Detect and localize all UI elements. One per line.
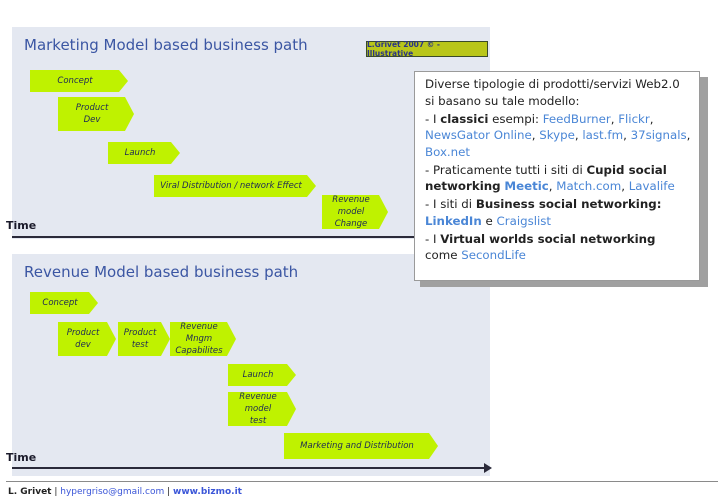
step-label: Mngm bbox=[185, 333, 213, 344]
revenue-step-product-dev: Product dev bbox=[58, 322, 116, 356]
link-skype[interactable]: Skype bbox=[539, 128, 575, 142]
step-label: model bbox=[244, 403, 272, 414]
revenue-step-product-test: Product test bbox=[118, 322, 170, 356]
step-label: Concept bbox=[57, 75, 93, 86]
revenue-step-concept: Concept bbox=[30, 292, 98, 314]
revenue-step-launch: Launch bbox=[228, 364, 296, 386]
marketing-step-viral: Viral Distribution / network Effect bbox=[154, 175, 316, 197]
step-label: dev bbox=[75, 340, 91, 350]
step-label: Launch bbox=[242, 369, 274, 380]
link-37signals[interactable]: 37signals bbox=[630, 128, 687, 142]
link-flickr[interactable]: Flickr bbox=[618, 111, 650, 126]
step-label: Capabilites bbox=[175, 346, 223, 357]
info-classici: - I classici esempi: FeedBurner, Flickr,… bbox=[425, 111, 691, 159]
step-label: Revenue bbox=[332, 194, 370, 205]
marketing-step-concept: Concept bbox=[30, 70, 128, 92]
marketing-model-panel: Marketing Model based business path bbox=[12, 27, 490, 239]
copyright-badge: L.Grivet 2007 © - Illustrative bbox=[366, 40, 488, 58]
link-box-net[interactable]: Box.net bbox=[425, 144, 471, 159]
step-label: test bbox=[131, 340, 149, 350]
axis-arrow-icon bbox=[484, 463, 492, 473]
link-feedburner[interactable]: FeedBurner bbox=[542, 111, 611, 126]
step-label: Product bbox=[66, 327, 100, 338]
time-label: Time bbox=[6, 219, 37, 232]
link-lavalife[interactable]: Lavalife bbox=[628, 179, 675, 193]
time-label: Time bbox=[6, 451, 37, 464]
link-newsgator-online[interactable]: NewsGator Online bbox=[425, 128, 532, 142]
revenue-step-marketing: Marketing and Distribution bbox=[284, 433, 438, 459]
link-linkedin[interactable]: LinkedIn bbox=[425, 213, 482, 228]
step-label: model Change bbox=[334, 206, 368, 230]
link-last-fm[interactable]: last.fm bbox=[582, 128, 624, 142]
footer-site-link[interactable]: www.bizmo.it bbox=[173, 487, 242, 497]
step-label: test bbox=[249, 416, 267, 427]
step-label: Viral Distribution / network Effect bbox=[160, 180, 302, 191]
footer-author: L. Grivet bbox=[8, 487, 52, 497]
link-craigslist[interactable]: Craigslist bbox=[496, 213, 552, 228]
marketing-step-launch: Launch bbox=[108, 142, 180, 164]
step-label: Revenue bbox=[239, 391, 277, 402]
time-axis bbox=[12, 467, 486, 469]
panel-title: Marketing Model based business path bbox=[24, 36, 308, 54]
info-intro: Diverse tipologie di prodotti/servizi We… bbox=[425, 77, 680, 108]
info-box: Diverse tipologie di prodotti/servizi We… bbox=[414, 71, 700, 281]
step-label: Launch bbox=[124, 147, 156, 158]
step-label: Marketing and Distribution bbox=[300, 440, 414, 451]
info-business: - I siti di Business social networking:L… bbox=[425, 197, 662, 228]
info-cupid: - Praticamente tutti i siti di Cupid soc… bbox=[425, 162, 675, 194]
link-meetic[interactable]: Meetic bbox=[504, 179, 549, 193]
step-label: Dev bbox=[83, 115, 101, 125]
step-label: Product bbox=[75, 102, 109, 113]
panel-title: Revenue Model based business path bbox=[24, 263, 299, 281]
footer-divider bbox=[6, 481, 718, 482]
step-label: Product bbox=[123, 327, 157, 338]
time-axis bbox=[12, 236, 480, 238]
link-match-com[interactable]: Match.com bbox=[556, 179, 622, 193]
step-label: Revenue bbox=[180, 321, 218, 332]
link-secondlife[interactable]: SecondLife bbox=[461, 248, 526, 262]
footer: L. Grivet | hypergriso@gmail.com | www.b… bbox=[8, 487, 242, 497]
footer-email-link[interactable]: hypergriso@gmail.com bbox=[60, 487, 165, 497]
step-label: Concept bbox=[42, 297, 78, 308]
